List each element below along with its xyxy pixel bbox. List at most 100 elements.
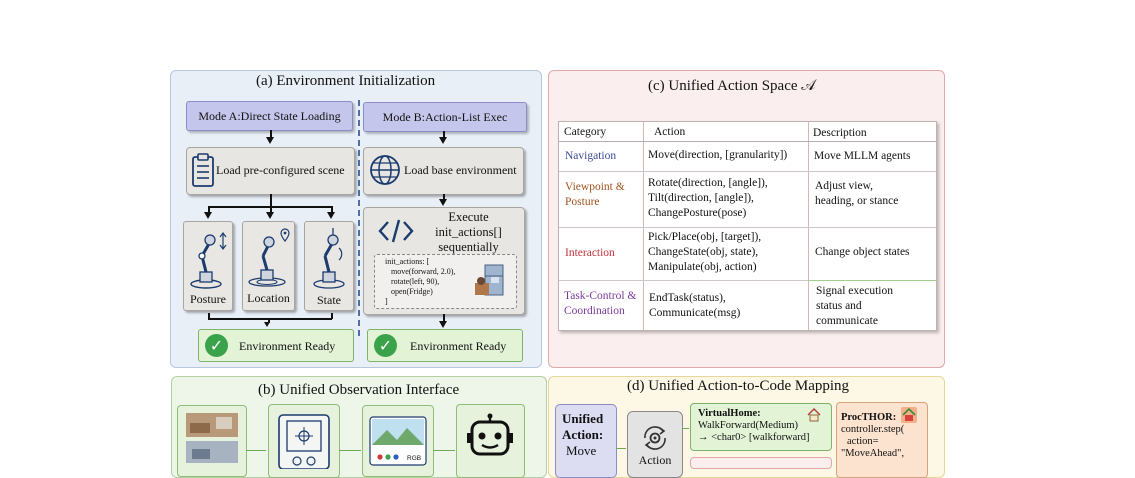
header-description: Description [813,127,867,139]
code-snippet: init_actions: [ move(forward, 2.0), rota… [374,254,517,309]
panel-d-title: (d) Unified Action-to-Code Mapping [627,378,850,394]
robot-camera-icon [278,414,330,469]
virtualhome-line-2: → <char0> [walkforward] [698,432,810,443]
robot-head-icon [467,413,513,456]
unified-action-line-3: Move [566,443,597,458]
virtualhome-line-1: WalkForward(Medium) [698,420,799,431]
action-interaction: Pick/Place(obj, [target]), ChangeState(o… [648,230,761,275]
action-navigation: Move(direction, [granularity]) [648,149,788,161]
rgb-image-card: RGB [362,405,434,477]
rgb-picture-icon [369,416,427,466]
load-base-environment-box: Load base environment [363,147,524,195]
rgb-label: RGB [407,455,422,462]
load-preconfigured-label: Load pre-configured scene [216,163,345,177]
execute-line-3: sequentially [438,240,499,254]
environment-ready-left: ✓ Environment Ready [198,329,354,362]
state-card: State [304,221,354,311]
location-card: Location [242,221,295,311]
state-label: State [317,293,341,307]
category-task-line-1: Task-Control & [564,290,637,302]
panel-a-title: (a) Environment Initialization [256,73,436,89]
action-interaction-line-3: Manipulate(obj, action) [648,261,757,273]
check-circle-icon: ✓ [205,334,228,357]
robot-location-icon [248,228,290,287]
header-action: Action [654,126,686,138]
scene-images-card [177,405,247,477]
action-label: Action [638,453,672,467]
mode-a-box: Mode A:Direct State Loading [186,101,353,131]
ready-right-label: Environment Ready [410,339,507,353]
description-task-control: Signal execution status and communicate [816,284,893,329]
fridge-scene-icon [475,264,504,296]
action-viewpoint-line-3: ChangePosture(pose) [648,207,747,219]
header-category: Category [564,126,607,138]
category-viewpoint: Viewpoint & Posture [565,180,625,210]
action-task-line-1: EndTask(status), [649,292,726,304]
gear-cycle-icon [644,426,666,450]
procthor-line-3: "MoveAhead", [841,448,905,459]
action-interaction-line-2: ChangeState(obj, state), [648,246,759,258]
load-preconfigured-scene-box: Load pre-configured scene [186,147,355,195]
load-base-label: Load base environment [404,163,517,177]
code-line-5: ] [385,297,388,306]
description-viewpoint: Adjust view, heading, or stance [815,179,898,209]
code-line-2: move(forward, 2.0), [391,267,456,276]
action-space-table: Category Action Description Navigation M… [558,121,937,331]
description-task-line-1: Signal execution [816,285,893,297]
category-task-line-2: Coordination [564,305,625,317]
category-navigation: Navigation [565,150,617,162]
execute-line-2: init_actions[] [435,225,502,239]
description-interaction: Change object states [815,246,910,258]
action-viewpoint: Rotate(direction, [angle]), Tilt(directi… [648,176,768,221]
action-viewpoint-line-1: Rotate(direction, [angle]), [648,177,768,189]
description-navigation: Move MLLM agents [814,150,911,162]
agent-card [456,404,525,478]
category-viewpoint-line-1: Viewpoint & [565,181,625,193]
next-simulator-box [690,457,832,469]
location-label: Location [247,291,290,305]
category-interaction: Interaction [565,247,615,259]
procthor-line-2: action= [847,436,879,447]
execute-line-1: Execute [448,210,489,224]
panel-c-title: (c) Unified Action Space 𝒜 [648,78,816,94]
action-task-control: EndTask(status), Communicate(msg) [649,291,740,321]
code-line-1: init_actions: [ [385,257,430,266]
category-task-control: Task-Control & Coordination [564,289,636,319]
camera-view-card [268,404,340,478]
environment-ready-right: ✓ Environment Ready [367,329,523,362]
action-interaction-line-1: Pick/Place(obj, [target]), [648,231,762,243]
code-icon [378,219,414,243]
ready-left-label: Environment Ready [239,339,336,353]
scene-thumbnails-icon [186,413,238,463]
house-icon [807,408,821,422]
panel-b-title: (b) Unified Observation Interface [258,382,460,398]
description-viewpoint-line-2: heading, or stance [815,195,899,207]
execute-init-actions-box: Execute init_actions[] sequentially init… [363,207,525,315]
description-task-line-2: status and [816,300,862,312]
robot-state-icon [313,228,345,289]
clipboard-icon [192,153,214,187]
category-viewpoint-line-2: Posture [565,196,600,208]
description-task-line-3: communicate [816,315,878,327]
action-task-line-2: Communicate(msg) [649,307,741,319]
action-converter-box: Action [627,411,683,478]
globe-icon [370,155,400,185]
check-circle-icon: ✓ [374,334,397,357]
virtualhome-title: VirtualHome: [698,408,761,419]
unified-action-line-1: Unified [562,411,604,426]
code-line-3: rotate(left, 90), [391,277,440,286]
mode-b-box: Mode B:Action-List Exec [363,102,527,132]
posture-label: Posture [190,292,226,306]
robot-arm-icon [190,232,227,289]
procthor-line-1: controller.step( [841,424,905,435]
unified-action-box: Unified Action: Move [555,404,617,478]
mode-divider [358,100,360,336]
procthor-title: ProcTHOR: [841,412,897,423]
code-line-4: open(Fridge) [391,287,433,296]
virtualhome-box: VirtualHome: WalkForward(Medium) → <char… [690,403,832,451]
procthor-box: ProcTHOR: controller.step( action= "Move… [836,402,928,478]
action-viewpoint-line-2: Tilt(direction, [angle]), [648,192,754,204]
posture-card: Posture [183,221,233,311]
house-color-icon [901,407,917,423]
description-viewpoint-line-1: Adjust view, [815,180,874,192]
